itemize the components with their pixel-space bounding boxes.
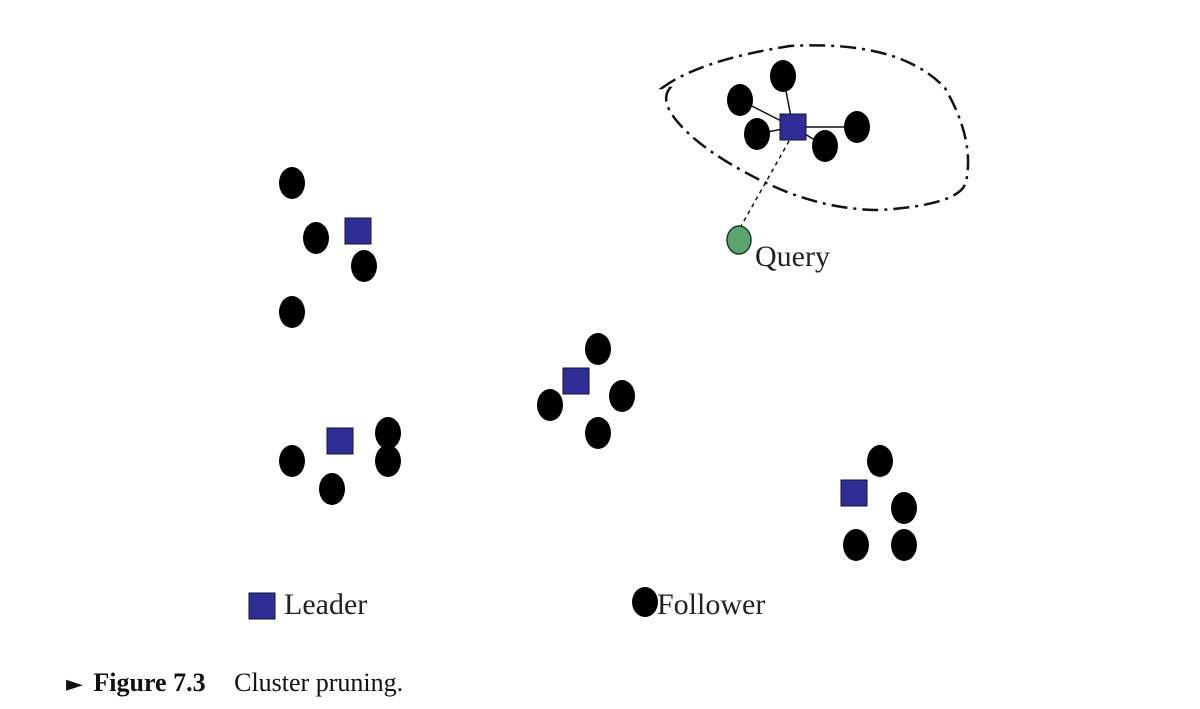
query-region-boundary — [658, 44, 970, 212]
caption-text: Cluster pruning. — [234, 668, 404, 697]
square-icon — [248, 592, 276, 620]
leader-point — [326, 427, 354, 455]
leader-point — [562, 367, 590, 395]
legend-follower-label: Follower — [657, 588, 765, 621]
follower-point — [843, 529, 869, 561]
figure-caption: ► Figure 7.3 Cluster pruning. — [66, 668, 403, 698]
follower-point — [585, 333, 611, 365]
follower-point — [375, 417, 401, 449]
follower-point — [891, 529, 917, 561]
triangle-right-icon: ► — [66, 672, 83, 697]
legend: Leader Follower — [248, 587, 765, 621]
follower-point — [770, 60, 796, 92]
follower-point — [375, 445, 401, 477]
follower-point — [727, 84, 753, 116]
follower-point — [279, 296, 305, 328]
leader-point — [840, 479, 868, 507]
figure-number: Figure 7.3 — [93, 668, 206, 697]
query-to-leader-link — [739, 133, 794, 229]
follower-point — [812, 130, 838, 162]
follower-point — [867, 445, 893, 477]
follower-point — [279, 445, 305, 477]
followers — [279, 60, 917, 561]
follower-point — [279, 167, 305, 199]
follower-point — [303, 222, 329, 254]
follower-point — [537, 389, 563, 421]
follower-point — [844, 111, 870, 143]
follower-point — [744, 118, 770, 150]
leaders — [326, 113, 868, 507]
legend-leader-label: Leader — [284, 588, 367, 621]
follower-point — [351, 250, 377, 282]
follower-point — [585, 417, 611, 449]
follower-point — [319, 473, 345, 505]
leader-point — [779, 113, 807, 141]
leader-point — [344, 217, 372, 245]
query-point — [726, 225, 752, 255]
filled-circle-icon — [632, 587, 658, 617]
follower-point — [891, 492, 917, 524]
follower-point — [609, 380, 635, 412]
query-label: Query — [755, 240, 830, 273]
